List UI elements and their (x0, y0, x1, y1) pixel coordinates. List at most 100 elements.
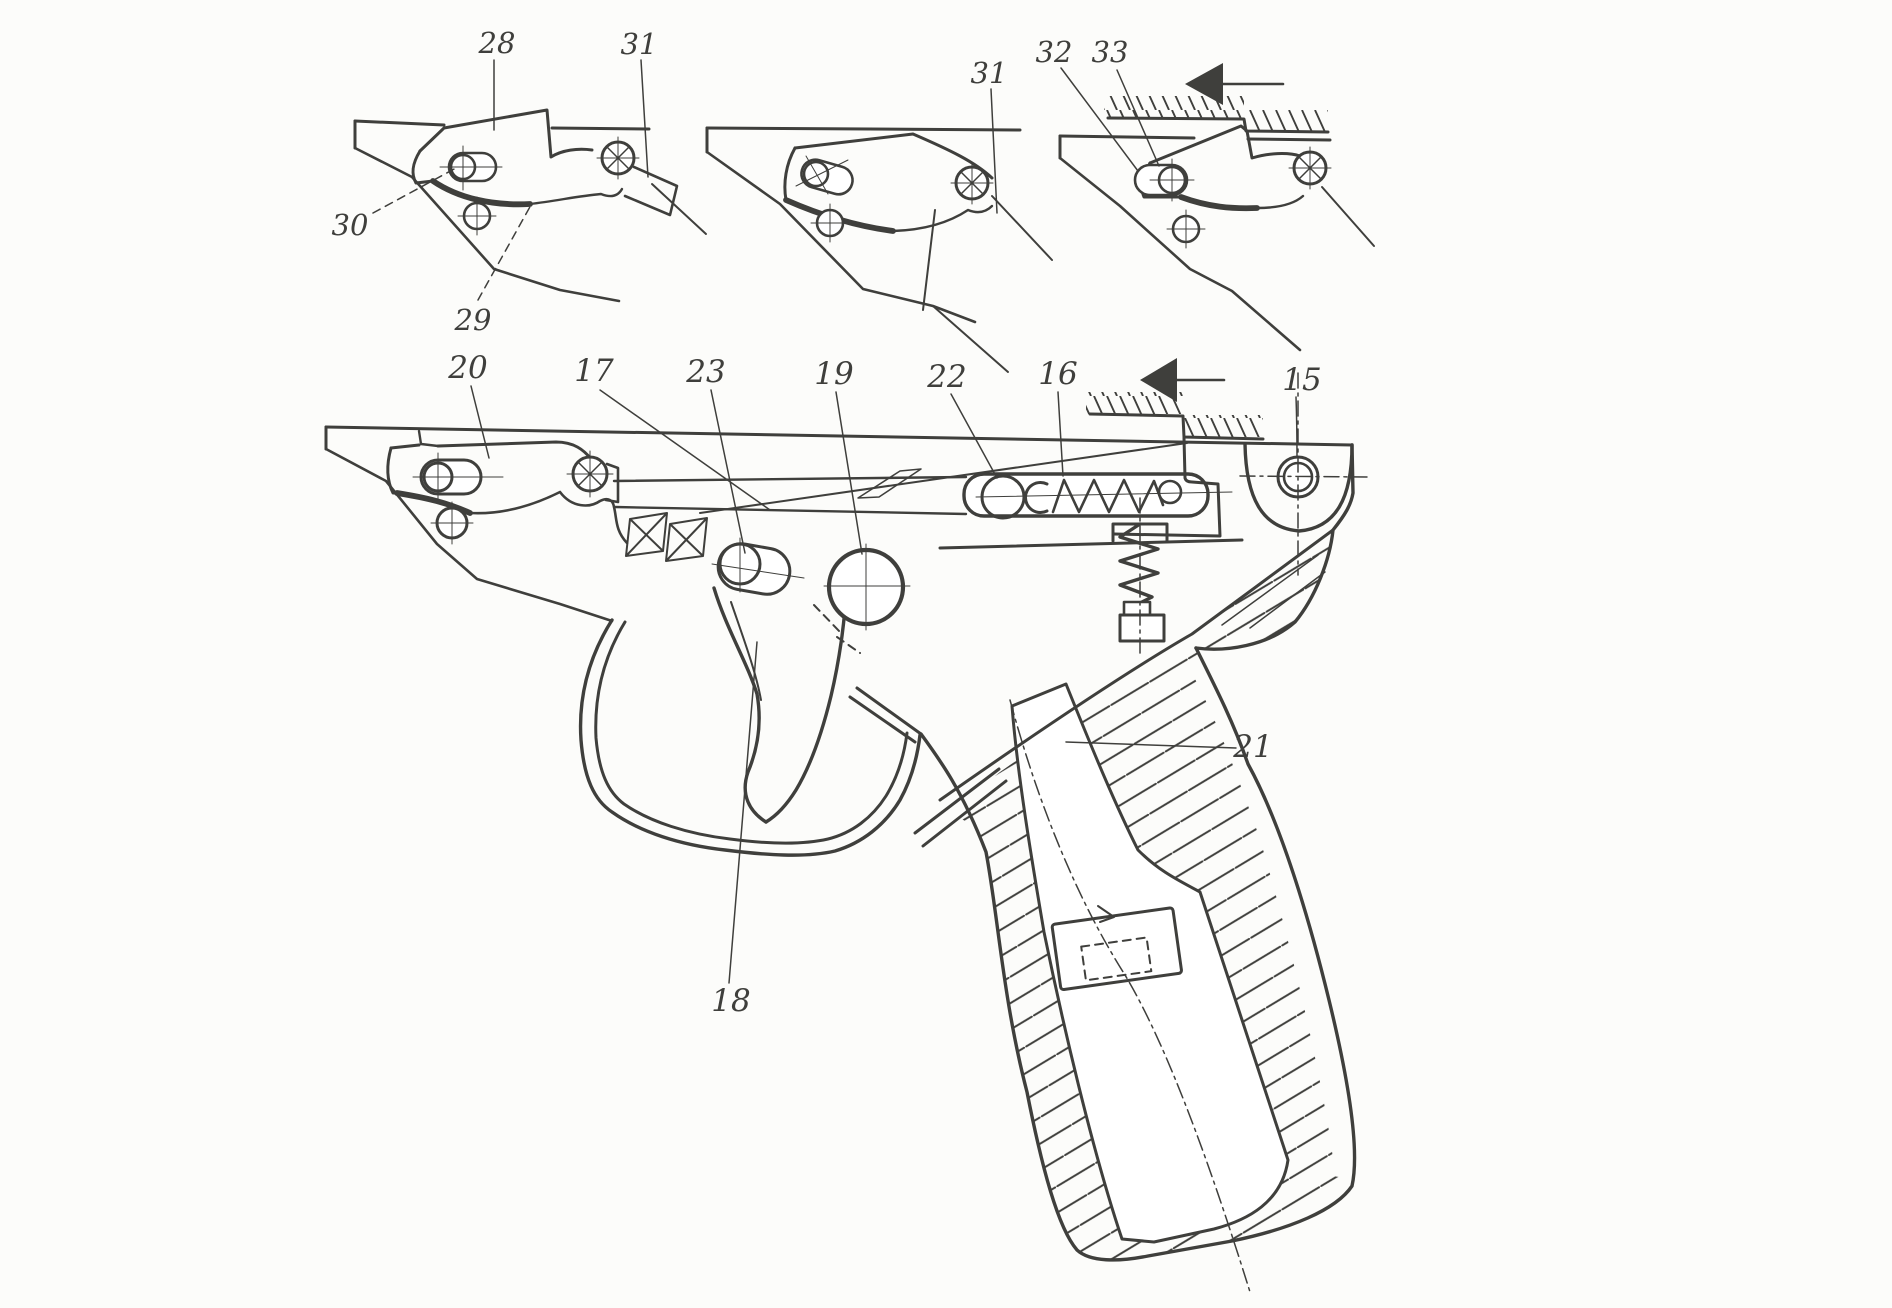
magazine-catch-hidden (1080, 936, 1153, 982)
sear-lever-left (386, 446, 399, 495)
leader-29 (477, 204, 532, 301)
lever-arm (623, 165, 679, 217)
part-label-33: 33 (1092, 35, 1129, 69)
grip-centerline (1009, 699, 1251, 1293)
part-label-30: 30 (332, 208, 369, 242)
spring-pin-centerlines (810, 203, 850, 243)
spring-end-pin-hatch (1158, 480, 1182, 504)
part-label-29: 29 (454, 303, 492, 337)
trigger-guard-inner (594, 620, 909, 845)
part-label-28: 28 (478, 26, 516, 60)
part-label-21: 21 (1232, 729, 1272, 765)
pin-15-centerlines (1239, 372, 1369, 576)
leader-20 (470, 385, 490, 459)
pivot-pin-centerlines (1288, 146, 1332, 190)
part-label-31: 31 (621, 27, 658, 61)
lever-pivot-centerlines (566, 450, 614, 498)
spring-pin-centerlines (457, 196, 497, 236)
leader-15 (1295, 396, 1298, 458)
slide-line (353, 119, 651, 131)
front-strap-lines (913, 767, 1008, 848)
pivot-pin-centerlines (950, 161, 994, 205)
slot-pin-centerlines (1149, 158, 1195, 202)
frame-front-wedge (705, 150, 977, 324)
sear-lever-left-edge (783, 146, 797, 202)
part-label-15: 15 (1282, 362, 1321, 398)
part-label-31: 31 (971, 56, 1008, 90)
slot-pin-centerlines (412, 452, 504, 502)
tang-line (938, 528, 1335, 802)
spring-centerline (975, 491, 1233, 498)
bowtie-spring-2 (665, 517, 708, 562)
part-label-23: 23 (685, 354, 725, 390)
trigger-blade-left (712, 586, 768, 824)
part-label-17: 17 (574, 353, 614, 389)
leader-33 (1116, 69, 1160, 167)
direction-arrow-left-icon (1140, 358, 1177, 402)
trigger-blade-inner (730, 601, 762, 701)
trigger-blade-right (764, 588, 848, 824)
rail-hatch-upper (1086, 392, 1183, 414)
slide-line (705, 126, 1022, 132)
pivot-pin-centerlines (596, 136, 640, 180)
part-label-18: 18 (711, 983, 750, 1019)
slot-pin-centerlines (439, 145, 503, 191)
slide-line (324, 425, 1354, 447)
leader-19 (835, 391, 863, 555)
spring-pin-centerlines (430, 501, 474, 545)
leader-31 (640, 59, 649, 178)
sear-lever-left-edge (411, 149, 435, 185)
sear-lever-bottom (468, 490, 629, 545)
frame-end-cap (1243, 442, 1354, 533)
rail-hatch-lower (1246, 110, 1328, 131)
bowtie-spring-1 (625, 512, 668, 557)
trigger-hidden-lines (813, 604, 861, 654)
sear-lever-bottom (528, 187, 624, 206)
sear-spring-symbols (625, 512, 708, 562)
detail-view-1: 28 31 30 29 (332, 26, 707, 337)
lever-arm-line (991, 195, 1053, 261)
sear-lever-bottom (1255, 194, 1305, 210)
leader-21 (1065, 741, 1237, 749)
leader-22 (950, 393, 998, 479)
sear-lever-bottom (891, 204, 994, 233)
leader-30 (372, 167, 457, 214)
slot-pin-hatched (802, 160, 830, 188)
frame-lower-line (932, 305, 1009, 373)
rail-surface-line (1106, 116, 1330, 134)
rail-surface-line (1088, 412, 1265, 441)
bar-rear-block (1112, 436, 1222, 538)
rail-hatch-upper (1104, 96, 1244, 118)
sear-lever-outline (1148, 124, 1302, 165)
sear-spring-arc (394, 490, 473, 516)
spring-pin-centerlines (1166, 209, 1206, 249)
leaf-hatch-lines (1221, 554, 1326, 629)
bar-hook-block (604, 462, 620, 504)
sear-spring-arc (430, 178, 533, 208)
detail-view-2: 31 (705, 56, 1053, 373)
part-label-16: 16 (1038, 356, 1077, 392)
trigger-guard-outer (578, 618, 922, 857)
part-label-22: 22 (926, 359, 966, 395)
lever-arm-line (651, 183, 707, 235)
frame-front-wedge (324, 447, 614, 623)
frame-front-wedge (353, 146, 621, 303)
grip-outline (919, 646, 1357, 1262)
main-assembly-view: 20 17 23 19 22 16 15 21 18 (324, 350, 1369, 1293)
disconnector-sliver (857, 468, 922, 499)
backstrap-leaf-lower (1194, 443, 1355, 651)
leader-23 (710, 389, 746, 554)
catch-mark (1097, 905, 1115, 923)
frame-ledge-line (938, 538, 1244, 550)
part-label-32: 32 (1036, 35, 1073, 69)
sear-lever-outline (418, 108, 594, 159)
frame-front-wedge (1058, 156, 1302, 352)
spring-guide-block (1118, 613, 1166, 643)
leader-16 (1057, 391, 1064, 477)
slide-line (1058, 134, 1332, 142)
slot-pin-centerlines (795, 155, 849, 195)
slide-notch (417, 429, 440, 448)
part-label-20: 20 (447, 350, 487, 386)
